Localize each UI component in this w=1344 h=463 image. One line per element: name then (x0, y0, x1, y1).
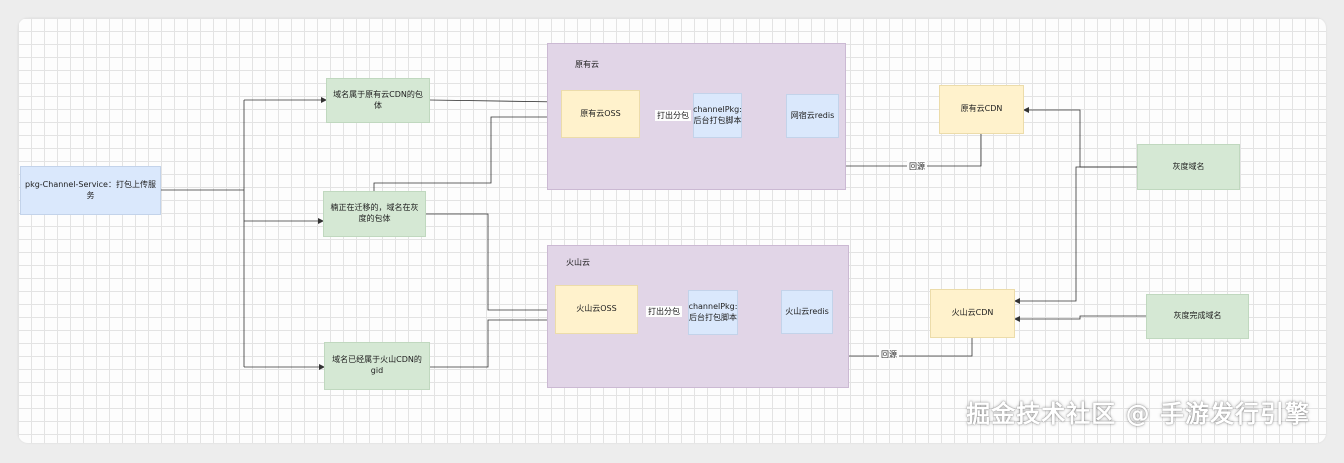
edge-migrating-to-volc-oss (426, 213, 556, 313)
node-old-cdn[interactable]: 原有云CDN (939, 85, 1024, 134)
node-gray-domain[interactable]: 灰度域名 (1137, 144, 1240, 190)
edge-migrating-to-old-oss (373, 114, 562, 191)
node-volc-oss[interactable]: 火山云OSS (555, 285, 638, 334)
node-wangsu-redis[interactable]: 网宿云redis (786, 94, 839, 138)
group-title-volc-cloud: 火山云 (566, 258, 590, 267)
node-volc-redis[interactable]: 火山云redis (781, 290, 833, 334)
edge-gray-to-old-cdn (1023, 107, 1137, 168)
node-domain-volc-cdn-gid[interactable]: 域名已经属于火山CDN的gid (324, 342, 430, 390)
edge-label-volc-origin: 回源 (879, 349, 899, 360)
edge-gray-to-volc-cdn (1014, 166, 1137, 304)
node-domain-old-cdn-package[interactable]: 域名属于原有云CDN的包体 (326, 78, 430, 123)
edge-label-old-pack: 打出分包 (655, 110, 691, 121)
node-gray-done-domain[interactable]: 灰度完成域名 (1146, 294, 1249, 339)
edge-domain-volc-to-volc-oss (430, 317, 556, 368)
node-volc-channel-pkg-script[interactable]: channelPkg: 后台打包脚本 (688, 290, 738, 335)
node-migrating-gray-package[interactable]: 楠正在迁移的，域名在灰度的包体 (323, 191, 426, 237)
node-old-oss[interactable]: 原有云OSS (561, 90, 640, 138)
edge-label-volc-pack: 打出分包 (646, 306, 682, 317)
node-pkg-channel-service[interactable]: pkg-Channel-Service：打包上传服务 (20, 166, 161, 215)
watermark: 掘金技术社区 @ 手游发行引擎 (966, 400, 1310, 428)
edge-domain-old-to-old-oss (429, 98, 562, 105)
diagram-canvas: 原有云 火山云 pkg-Channel-Service：打包上传服务 域名属于原… (18, 18, 1326, 443)
node-old-channel-pkg-script[interactable]: channelPkg: 后台打包脚本 (693, 93, 742, 138)
group-title-old-cloud: 原有云 (575, 60, 599, 69)
edge-label-old-origin: 回源 (907, 161, 927, 172)
edge-gray-done-to-volc-cdn (1014, 315, 1146, 322)
node-volc-cdn[interactable]: 火山云CDN (930, 289, 1015, 338)
